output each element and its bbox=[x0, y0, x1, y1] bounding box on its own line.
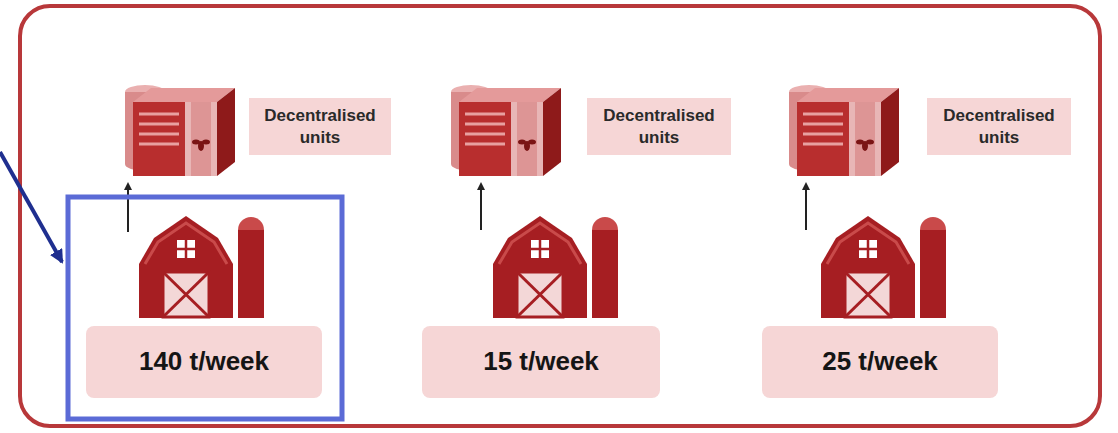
node-label: Decentralised units bbox=[597, 105, 721, 148]
pointer-arrow bbox=[0, 152, 62, 262]
node-label: Decentralised units bbox=[937, 105, 1061, 148]
text-group: Decentralised units bbox=[259, 105, 381, 148]
decentralised-unit-icon bbox=[789, 85, 899, 176]
unit-label-box: Decentralised units bbox=[587, 98, 731, 155]
flow-arrow bbox=[480, 186, 482, 230]
decentralised-unit-icon bbox=[125, 85, 235, 176]
tonnage-box: 15 t/week bbox=[422, 326, 660, 398]
flow-arrow bbox=[127, 186, 129, 232]
farm-barn-icon bbox=[493, 216, 618, 318]
text-group: 140 t/week bbox=[139, 346, 269, 377]
farm-barn-icon bbox=[821, 216, 946, 318]
text-group: 15 t/week bbox=[483, 346, 599, 377]
node-label: 140 t/week bbox=[139, 346, 269, 377]
unit-label-box: Decentralised units bbox=[927, 98, 1071, 155]
node-label: 25 t/week bbox=[822, 346, 938, 377]
text-group: 25 t/week bbox=[822, 346, 938, 377]
text-group: Decentralised units bbox=[937, 105, 1061, 148]
flow-arrow bbox=[805, 186, 807, 230]
node-label: 15 t/week bbox=[483, 346, 599, 377]
outer-frame bbox=[20, 6, 1100, 426]
decentralised-unit-icon bbox=[451, 85, 561, 176]
tonnage-box: 140 t/week bbox=[86, 326, 322, 398]
node-label: Decentralised units bbox=[259, 105, 381, 148]
highlight-frame bbox=[68, 197, 342, 419]
unit-label-box: Decentralised units bbox=[249, 98, 391, 155]
tonnage-box: 25 t/week bbox=[762, 326, 998, 398]
text-group: Decentralised units bbox=[597, 105, 721, 148]
farm-barn-icon bbox=[139, 216, 264, 318]
